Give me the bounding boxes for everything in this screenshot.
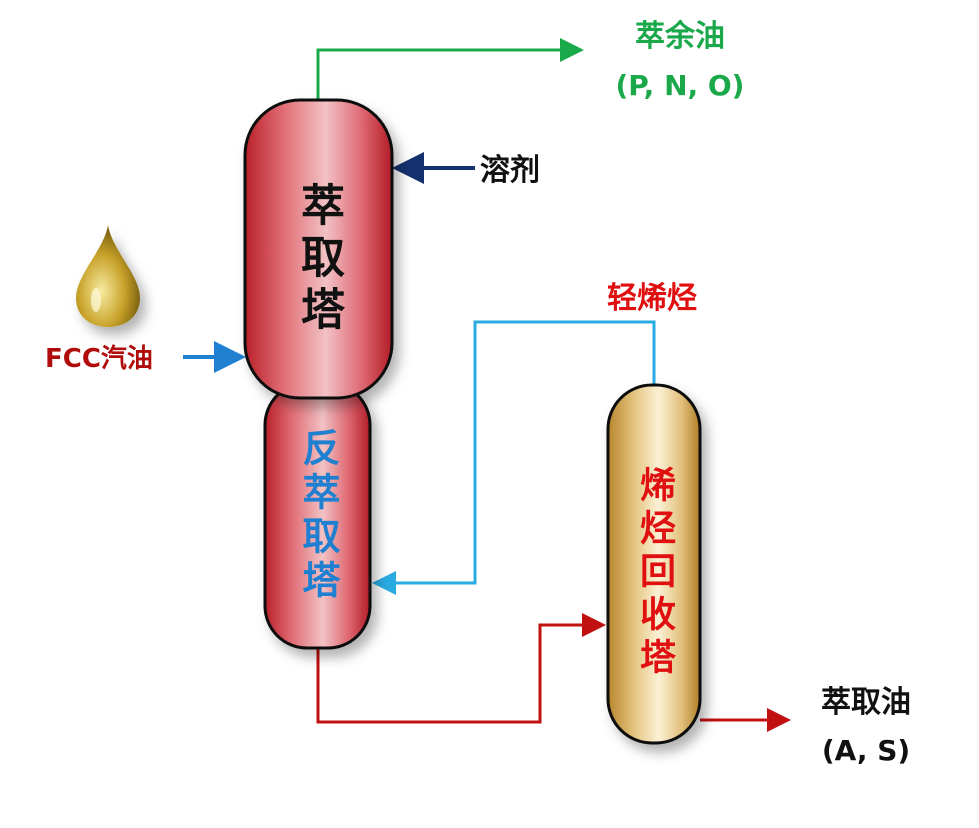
- oil-droplet-icon: [76, 225, 140, 327]
- solvent-label: 溶剂: [480, 153, 540, 188]
- raffinate-label: 萃余油: [635, 19, 725, 54]
- olefin-recovery-tower-label: 烯烃回收塔: [634, 466, 675, 681]
- extract-to-recovery-line: [316, 613, 606, 724]
- extraction-tower: [243, 98, 394, 400]
- olefin-recovery-tower: [606, 383, 702, 745]
- extraction-tower-label: 萃取塔: [293, 182, 344, 338]
- extract-oil-label: 萃取油: [821, 685, 911, 720]
- light-olefin-recycle-line: [372, 320, 656, 595]
- raffinate-line: [316, 38, 584, 102]
- feed-label: FCC汽油: [45, 344, 153, 374]
- light-olefin-label: 轻烯烃: [607, 281, 697, 316]
- extract-oil-components-label: (A, S): [822, 734, 910, 767]
- back-extraction-tower-label: 反萃取塔: [296, 428, 340, 604]
- raffinate-components-label: (P, N, O): [616, 69, 745, 102]
